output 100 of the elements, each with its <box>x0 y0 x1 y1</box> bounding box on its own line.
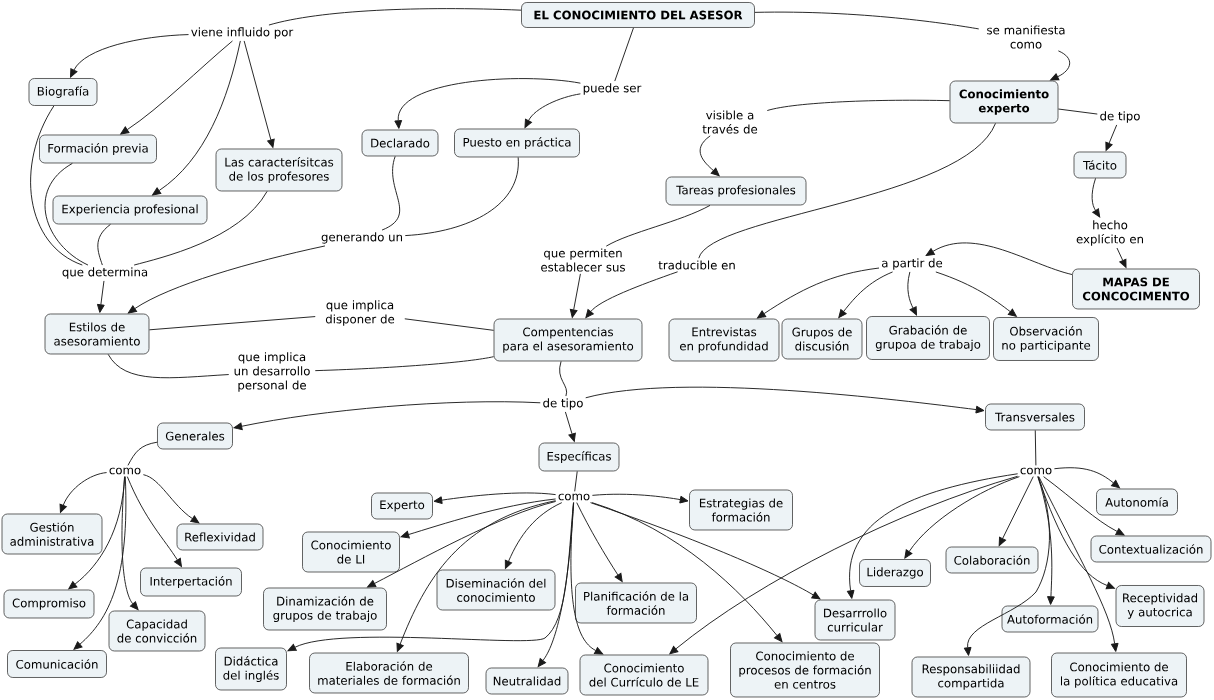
connector-line <box>314 356 495 372</box>
arrow <box>1116 247 1127 268</box>
arrow <box>1105 124 1118 151</box>
arrow <box>142 474 200 524</box>
arrow <box>120 40 233 135</box>
arrow <box>591 493 689 504</box>
connector-line <box>559 360 568 397</box>
concept-box: Comunicación <box>7 650 107 678</box>
concept-box: Capacidad de convicción <box>108 610 206 652</box>
arrow <box>243 40 275 148</box>
concept-box: Tácito <box>1073 151 1127 179</box>
concept-box: Conocimiento experto <box>949 80 1059 124</box>
linking-phrase: visible a través de <box>693 108 767 136</box>
connector-line <box>44 162 89 266</box>
arrow <box>998 476 1034 546</box>
concept-box: Estrategias de formación <box>689 489 793 531</box>
linking-phrase: que implica disponer de <box>315 298 405 328</box>
arrow <box>433 492 557 504</box>
connector-line <box>148 316 316 331</box>
concept-box: Receptividad y autocrica <box>1115 585 1205 627</box>
concept-box: Tareas profesionales <box>665 176 807 206</box>
concept-box: Compentencias para el asesoramiento <box>493 318 643 362</box>
concept-box: Puesto en práctica <box>454 128 580 158</box>
arrow <box>524 93 581 128</box>
arrow <box>394 78 581 129</box>
concept-box: Elaboración de materiales de formación <box>309 652 469 694</box>
linking-phrase: como <box>1017 465 1055 477</box>
arrow <box>396 500 557 652</box>
concept-box: Autoformación <box>1001 605 1099 633</box>
linking-phrase: traducible en <box>656 258 738 272</box>
connector-line <box>766 99 951 111</box>
concept-box: EL CONOCIMIENTO DEL ASESOR <box>521 2 755 28</box>
connector-line <box>404 318 495 331</box>
arrow <box>1037 476 1055 605</box>
connector-line <box>127 441 158 466</box>
arrow <box>963 476 1050 656</box>
connector-line <box>268 8 522 26</box>
arrow <box>59 472 108 513</box>
concept-box: Declarado <box>361 129 439 157</box>
arrow <box>935 271 1017 317</box>
connector-line <box>381 155 401 231</box>
concept-box: Gestión administrativa <box>1 513 103 555</box>
connector-line <box>30 105 83 266</box>
arrow <box>846 473 1019 599</box>
arrow <box>152 40 241 196</box>
arrow <box>669 475 1019 655</box>
linking-phrase: que determina <box>59 265 151 281</box>
concept-box: Conocimiento de LI <box>302 531 400 573</box>
concept-box: Grabación de grupoa de trabajo <box>866 316 990 360</box>
linking-phrase: que permiten establecer sus <box>535 246 631 274</box>
arrow <box>73 476 127 650</box>
arrow <box>564 411 576 442</box>
linking-phrase: puede ser <box>580 81 644 97</box>
concept-box: Formación previa <box>39 134 157 164</box>
arrow <box>576 502 623 583</box>
concept-box: Conocimiento de la política educativa <box>1051 652 1187 698</box>
concept-box: Estilos de asesoramiento <box>44 313 150 355</box>
arrow <box>585 386 985 414</box>
linking-phrase: viene influido por <box>188 25 296 41</box>
linking-phrase: como <box>106 465 144 477</box>
connector-line <box>605 204 711 247</box>
linking-phrase: que implica un desarrollo personal de <box>229 350 315 394</box>
concept-box: Biografía <box>28 78 98 106</box>
arrow <box>569 273 581 318</box>
arrow <box>1091 177 1101 218</box>
concept-box: Conocimiento de procesos de formación en centros <box>730 642 880 698</box>
connector-line <box>107 353 230 379</box>
concept-box: Experiencia profesional <box>52 195 208 225</box>
arrow <box>121 476 139 611</box>
linking-phrase: se manifiesta como <box>979 23 1073 51</box>
linking-phrase: de tipo <box>1097 109 1143 125</box>
arrow <box>1038 476 1119 652</box>
linking-phrase: a partir de <box>879 256 945 272</box>
concept-box: Desarrrollo curricular <box>814 599 896 641</box>
arrow <box>1053 467 1121 489</box>
concept-box: Autonomía <box>1096 488 1178 516</box>
concept-box: Generales <box>157 422 233 450</box>
concept-box: Específicas <box>538 442 620 472</box>
arrow <box>570 502 604 655</box>
concept-box: MAPAS DE CONCOCIMENTO <box>1072 268 1200 310</box>
connector-line <box>133 190 268 266</box>
arrow <box>907 271 917 316</box>
concept-box: Las caracterísitcas de los profesores <box>215 148 343 192</box>
connector-line <box>698 122 996 259</box>
connector-line <box>97 223 111 266</box>
connector-line <box>754 11 980 30</box>
concept-box: Dinamización de grupos de trabajo <box>263 587 387 631</box>
concept-box: Conocimiento del Currículo de LE <box>579 654 709 696</box>
arrow <box>904 476 1020 559</box>
concept-box: Liderazgo <box>859 559 931 587</box>
arrow <box>127 245 326 314</box>
arrow <box>1037 476 1115 590</box>
connector-line <box>1057 108 1098 115</box>
concept-box: Didáctica del inglés <box>215 647 287 691</box>
connector-line <box>574 470 578 492</box>
arrow <box>838 271 894 319</box>
linking-phrase: de tipo <box>540 396 586 412</box>
arrow <box>1050 50 1071 81</box>
arrow <box>591 502 783 643</box>
arrow <box>126 476 182 568</box>
